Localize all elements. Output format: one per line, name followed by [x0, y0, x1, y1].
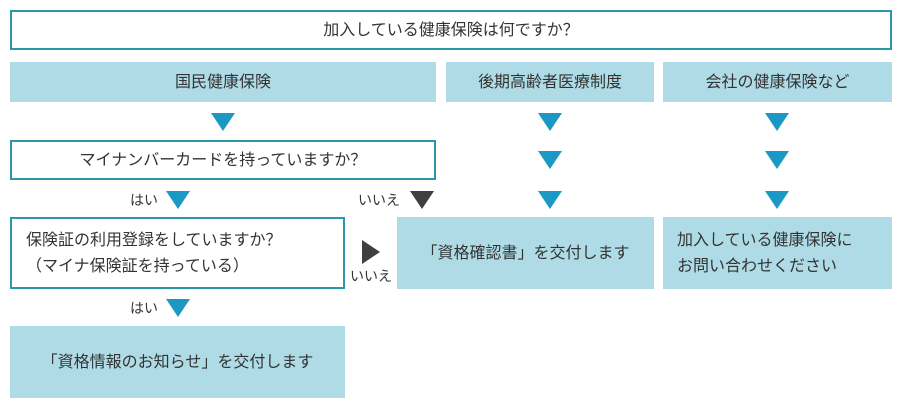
result-contact-line2: お問い合わせください — [677, 256, 838, 275]
down-arrow-icon — [211, 113, 235, 131]
result-shikaku-tsuchi-text: 「資格情報のお知らせ」を交付します — [41, 352, 314, 372]
category-national-label: 国民健康保険 — [174, 72, 271, 92]
down-arrow-icon — [166, 191, 190, 209]
category-elderly-medical: 後期高齢者医療制度 — [446, 62, 654, 102]
mynumber-question-text: マイナンバーカードを持っていますか？ — [79, 150, 367, 170]
registration-question-line1: 保険証の利用登録をしていますか？ — [26, 230, 282, 250]
yes-label: はい — [130, 301, 158, 317]
result-contact-line1: 加入している健康保険に — [677, 230, 853, 250]
down-arrow-icon — [166, 299, 190, 317]
down-arrow-icon — [765, 151, 789, 169]
main-question-text: 加入している健康保険は何ですか？ — [323, 20, 579, 40]
no-label: いいえ — [358, 193, 400, 209]
main-question-box: 加入している健康保険は何ですか？ — [10, 10, 892, 50]
down-arrow-icon — [765, 191, 789, 209]
mynumber-question-box: マイナンバーカードを持っていますか？ — [10, 140, 436, 180]
category-national-insurance: 国民健康保険 — [10, 62, 436, 102]
result-shikaku-tsuchi: 「資格情報のお知らせ」を交付します — [10, 326, 345, 398]
result-contact-insurer: 加入している健康保険に お問い合わせください — [663, 217, 892, 289]
result-shikaku-kakunin-text: 「資格確認書」を交付します — [421, 243, 630, 263]
down-arrow-icon — [410, 191, 434, 209]
category-company-insurance: 会社の健康保険など — [663, 62, 892, 102]
down-arrow-icon — [538, 191, 562, 209]
category-elderly-label: 後期高齢者医療制度 — [477, 72, 622, 92]
yes-label: はい — [130, 193, 158, 209]
registration-question-line2: （マイナ保険証を持っている） — [26, 256, 249, 275]
down-arrow-icon — [765, 113, 789, 131]
registration-question-box: 保険証の利用登録をしていますか？ （マイナ保険証を持っている） — [10, 217, 345, 289]
result-shikaku-kakunin: 「資格確認書」を交付します — [397, 217, 654, 289]
down-arrow-icon — [538, 151, 562, 169]
category-company-label: 会社の健康保険など — [705, 72, 850, 92]
right-arrow-icon — [362, 240, 380, 264]
no-label-right: いいえ — [350, 269, 392, 285]
down-arrow-icon — [538, 113, 562, 131]
